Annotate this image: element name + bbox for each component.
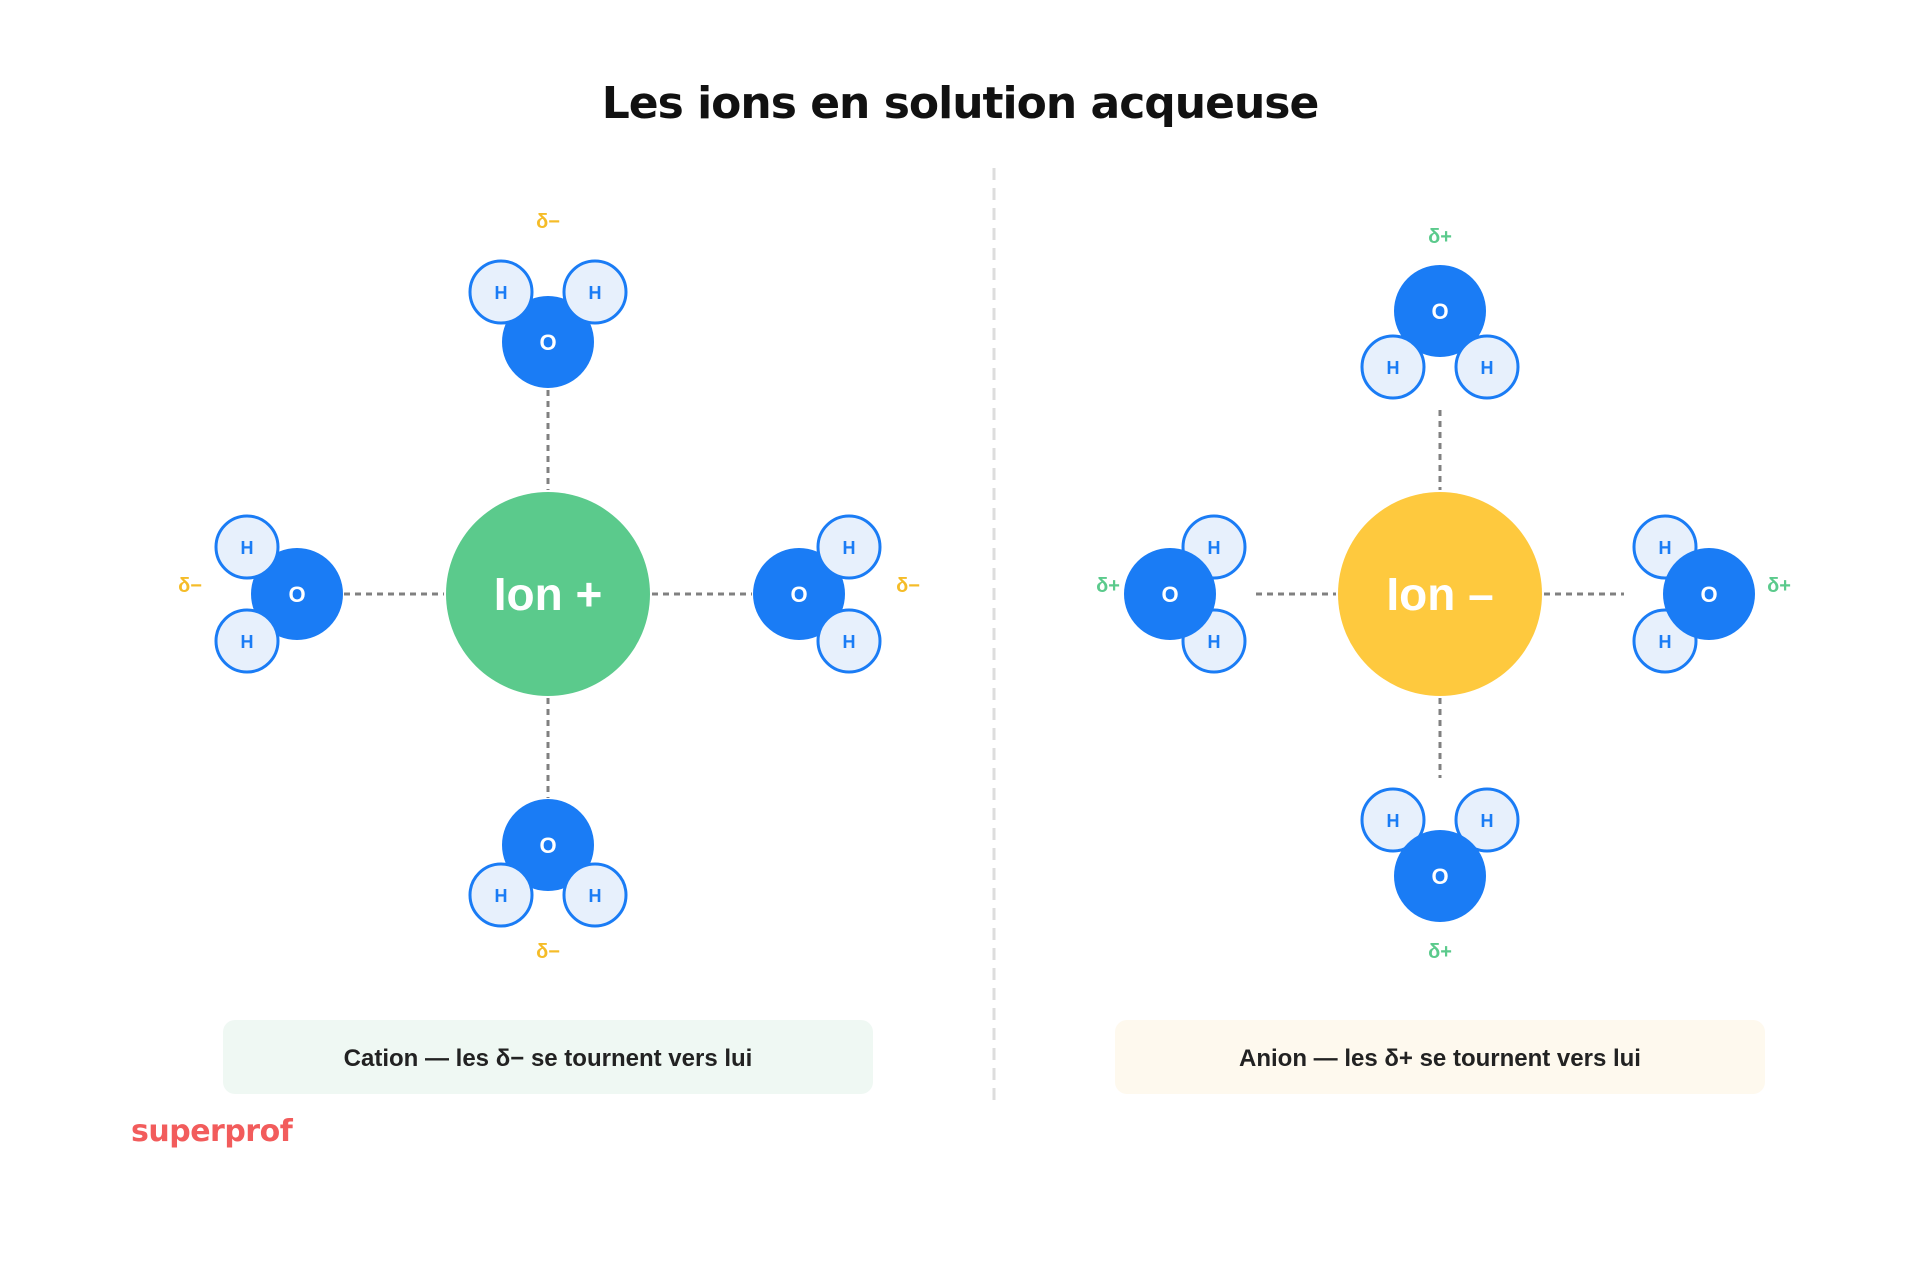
- superprof-logo: superprof: [131, 1114, 294, 1149]
- oxygen-atom: [1663, 548, 1755, 640]
- cation-water-left: O H H δ−: [178, 514, 343, 674]
- anion-caption: Anion — les δ+ se tournent vers lui: [1239, 1045, 1641, 1072]
- partial-charge-label: δ+: [1767, 575, 1791, 597]
- hydrogen-atom: [1360, 334, 1426, 400]
- oxygen-label: O: [1700, 582, 1717, 607]
- hydrogen-label: H: [589, 283, 602, 303]
- anion-panel: Ion – O H H δ+ H H O δ+ H H: [1096, 226, 1791, 1094]
- hydrogen-atom: [562, 862, 628, 928]
- cation-caption: Cation — les δ− se tournent vers lui: [344, 1045, 753, 1072]
- cation-panel: Ion + O H H δ− O H H δ− O H: [178, 211, 920, 1094]
- cation-water-right: O H H δ−: [753, 514, 920, 674]
- oxygen-label: O: [790, 582, 807, 607]
- hydrogen-label: H: [495, 283, 508, 303]
- hydrogen-label: H: [1481, 811, 1494, 831]
- hydrogen-label: H: [1387, 811, 1400, 831]
- oxygen-atom: [502, 799, 594, 891]
- oxygen-label: O: [288, 582, 305, 607]
- hydrogen-atom: [816, 608, 882, 674]
- partial-charge-label: δ−: [896, 575, 920, 597]
- anion-water-left: H H O δ+: [1096, 514, 1247, 674]
- cation-water-top: O H H δ−: [468, 211, 628, 388]
- hydrogen-label: H: [1208, 632, 1221, 652]
- oxygen-atom: [1394, 265, 1486, 357]
- partial-charge-label: δ+: [1428, 226, 1452, 248]
- oxygen-atom: [251, 548, 343, 640]
- hydrogen-label: H: [1387, 358, 1400, 378]
- anion-water-bottom: H H O δ+: [1360, 787, 1520, 963]
- hydrogen-atom: [1454, 787, 1520, 853]
- hydrogen-atom: [562, 259, 628, 325]
- partial-charge-label: δ+: [1428, 941, 1452, 963]
- oxygen-atom: [753, 548, 845, 640]
- oxygen-atom: [1124, 548, 1216, 640]
- cation-ion-circle: [446, 492, 650, 696]
- hydrogen-label: H: [1208, 538, 1221, 558]
- anion-caption-box: [1115, 1020, 1765, 1094]
- oxygen-label: O: [1431, 864, 1448, 889]
- anion-water-top: O H H δ+: [1360, 226, 1520, 400]
- hydrogen-label: H: [1659, 632, 1672, 652]
- oxygen-label: O: [1161, 582, 1178, 607]
- hydrogen-atom: [468, 259, 534, 325]
- hydrogen-label: H: [495, 886, 508, 906]
- hydrogen-label: H: [241, 538, 254, 558]
- anion-ion-circle: [1338, 492, 1542, 696]
- oxygen-label: O: [539, 330, 556, 355]
- oxygen-label: O: [539, 833, 556, 858]
- hydrogen-atom: [816, 514, 882, 580]
- page-title: Les ions en solution acqueuse: [602, 78, 1319, 129]
- hydrogen-label: H: [843, 538, 856, 558]
- hydrogen-label: H: [1659, 538, 1672, 558]
- partial-charge-label: δ−: [178, 575, 202, 597]
- hydrogen-label: H: [241, 632, 254, 652]
- hydrogen-atom: [1360, 787, 1426, 853]
- hydrogen-label: H: [1481, 358, 1494, 378]
- hydrogen-label: H: [843, 632, 856, 652]
- hydrogen-atom: [214, 608, 280, 674]
- oxygen-atom: [1394, 830, 1486, 922]
- partial-charge-label: δ+: [1096, 575, 1120, 597]
- oxygen-label: O: [1431, 299, 1448, 324]
- cation-ion-label: Ion +: [494, 568, 603, 620]
- cation-water-bottom: O H H δ−: [468, 799, 628, 963]
- partial-charge-label: δ−: [536, 211, 560, 233]
- hydrogen-label: H: [589, 886, 602, 906]
- anion-ion-label: Ion –: [1386, 568, 1493, 620]
- cation-caption-box: [223, 1020, 873, 1094]
- partial-charge-label: δ−: [536, 941, 560, 963]
- hydrogen-atom: [468, 862, 534, 928]
- hydrogen-atom: [1454, 334, 1520, 400]
- anion-water-right: H H O δ+: [1632, 514, 1791, 674]
- hydrogen-atom: [214, 514, 280, 580]
- oxygen-atom: [502, 296, 594, 388]
